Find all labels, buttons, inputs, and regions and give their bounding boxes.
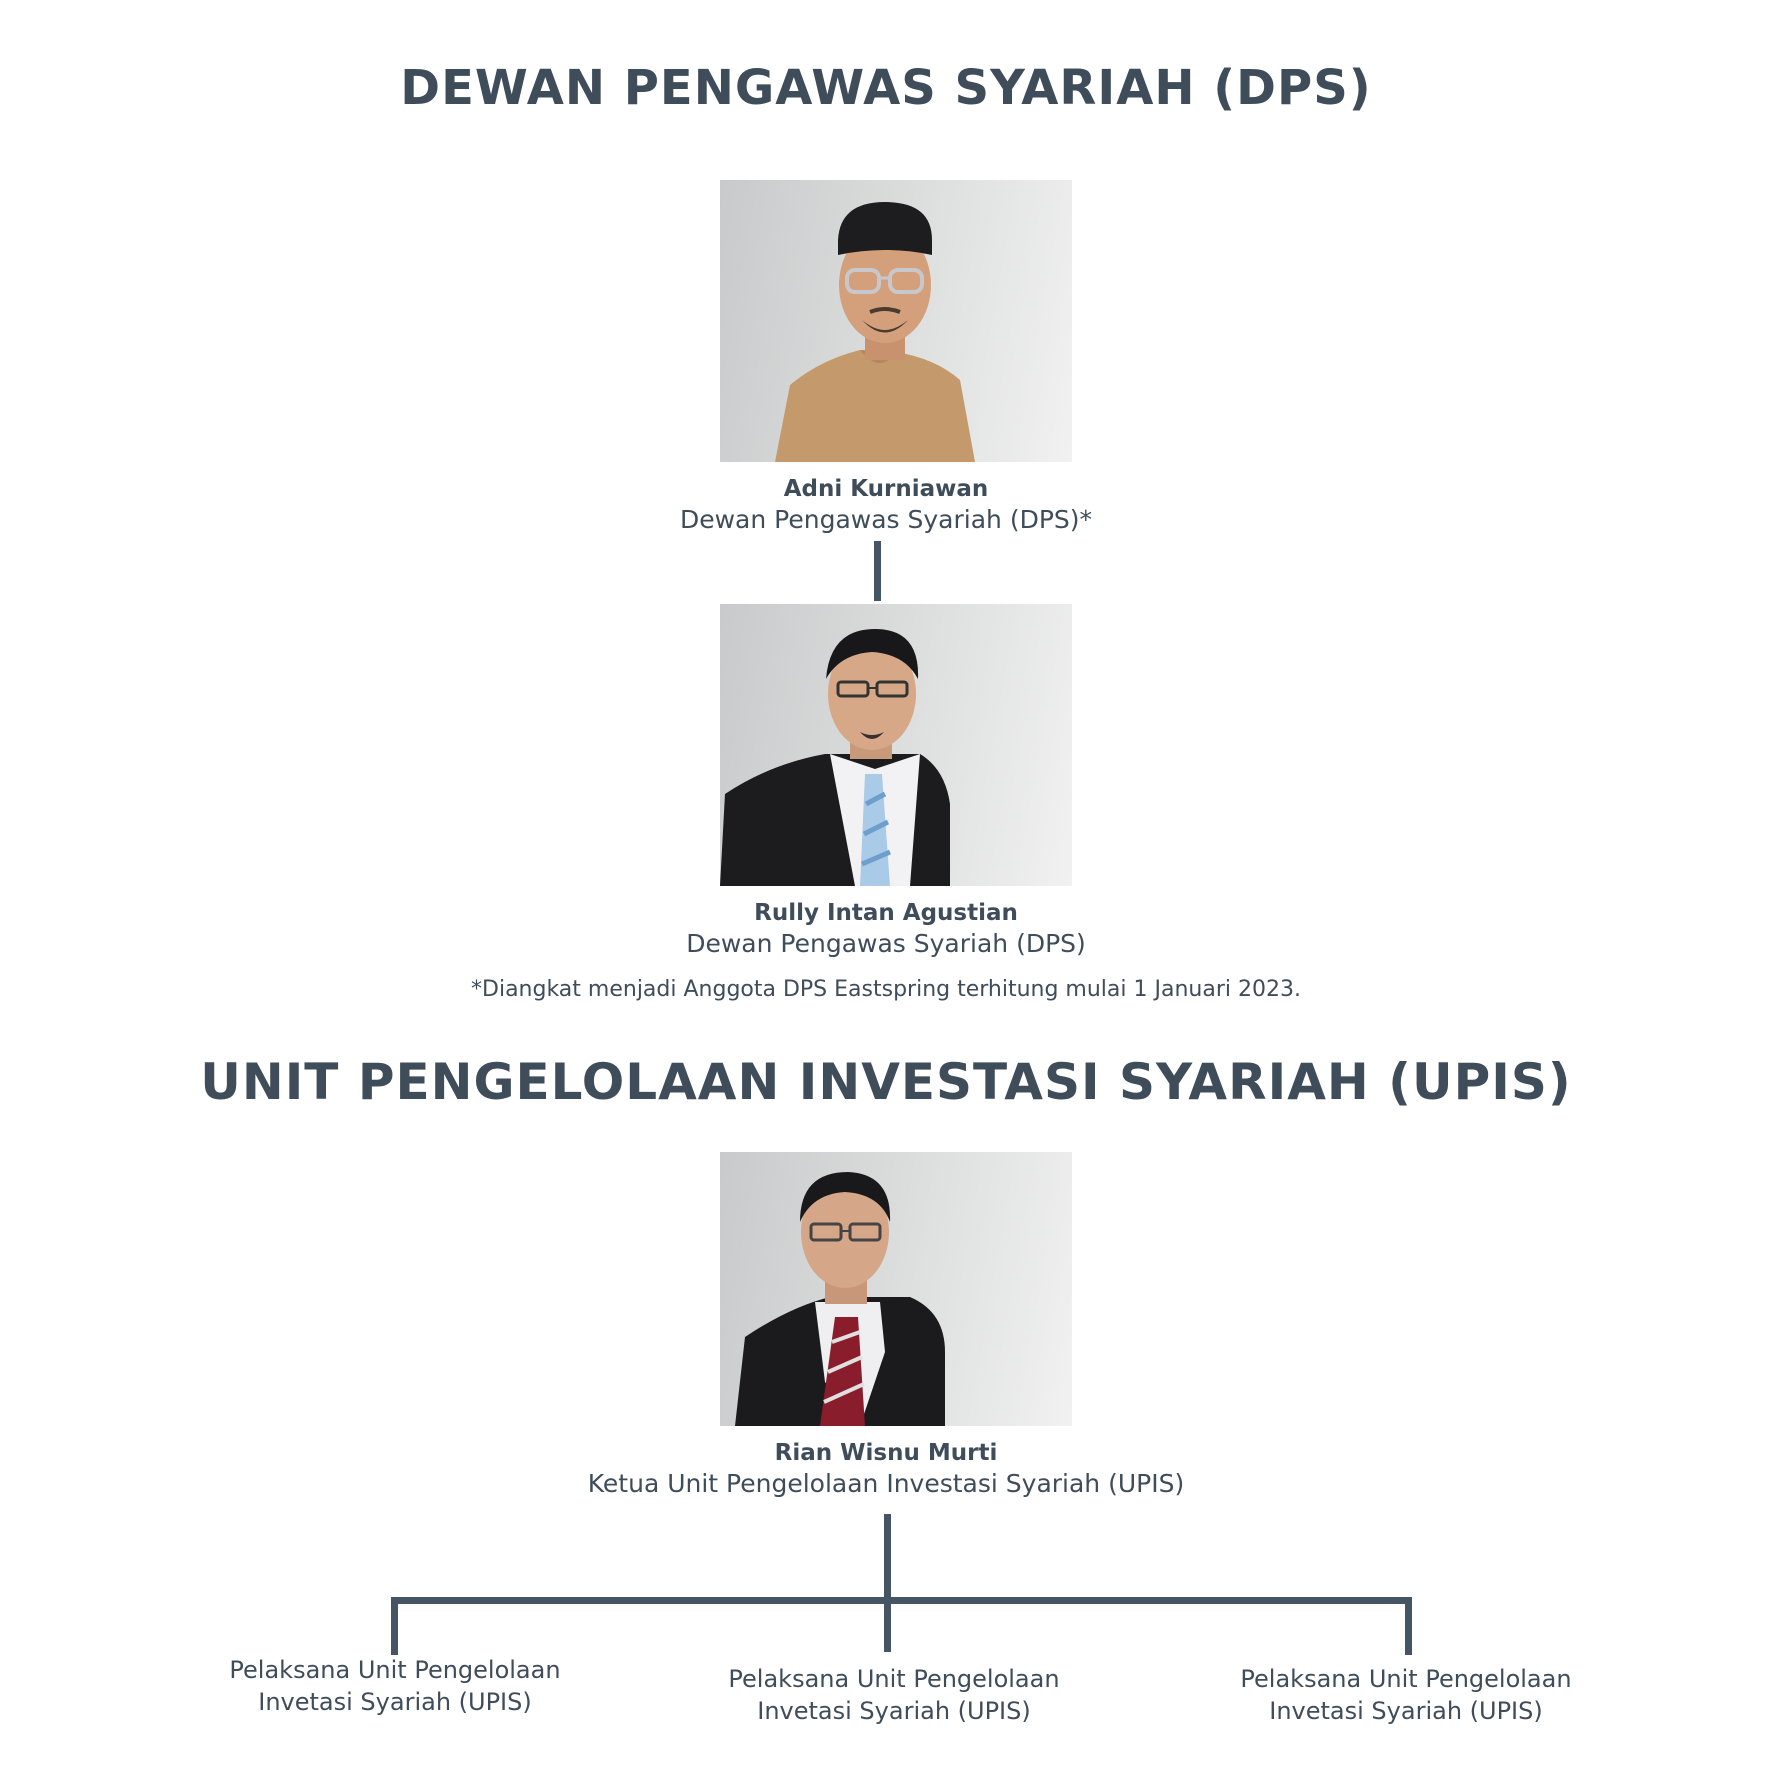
upis-trunk-line xyxy=(884,1514,891,1652)
executor-line1: Pelaksana Unit Pengelolaan xyxy=(1240,1665,1572,1693)
dps-connector-line xyxy=(874,541,881,601)
dps-section-title: DEWAN PENGAWAS SYARIAH (DPS) xyxy=(400,60,1372,116)
upis-executor-2: Pelaksana Unit Pengelolaan Invetasi Syar… xyxy=(684,1663,1104,1727)
head-role: Ketua Unit Pengelolaan Investasi Syariah… xyxy=(587,1469,1185,1498)
executor-line1: Pelaksana Unit Pengelolaan xyxy=(229,1656,561,1684)
member-photo-rully xyxy=(720,604,1072,886)
executor-line1: Pelaksana Unit Pengelolaan xyxy=(728,1665,1060,1693)
portrait-illustration xyxy=(735,1172,945,1426)
member-role: Dewan Pengawas Syariah (DPS) xyxy=(686,929,1086,958)
head-photo-rian xyxy=(720,1152,1072,1426)
upis-executor-3: Pelaksana Unit Pengelolaan Invetasi Syar… xyxy=(1196,1663,1616,1727)
upis-branch-line xyxy=(391,1597,1412,1604)
upis-drop-right xyxy=(1405,1597,1412,1655)
member-name: Adni Kurniawan xyxy=(783,476,989,502)
portrait-illustration xyxy=(775,202,975,462)
executor-line2: Invetasi Syariah (UPIS) xyxy=(1269,1697,1543,1725)
upis-section-title: UNIT PENGELOLAAN INVESTASI SYARIAH (UPIS… xyxy=(200,1053,1572,1111)
dps-footnote: *Diangkat menjadi Anggota DPS Eastspring… xyxy=(471,977,1301,1002)
member-photo-adni xyxy=(720,180,1072,462)
head-name: Rian Wisnu Murti xyxy=(774,1440,998,1466)
portrait-illustration xyxy=(720,629,950,886)
executor-line2: Invetasi Syariah (UPIS) xyxy=(757,1697,1031,1725)
upis-drop-left xyxy=(391,1597,398,1655)
upis-executor-1: Pelaksana Unit Pengelolaan Invetasi Syar… xyxy=(185,1654,605,1718)
member-name: Rully Intan Agustian xyxy=(754,900,1018,926)
executor-line2: Invetasi Syariah (UPIS) xyxy=(258,1688,532,1716)
member-role: Dewan Pengawas Syariah (DPS)* xyxy=(679,505,1093,534)
